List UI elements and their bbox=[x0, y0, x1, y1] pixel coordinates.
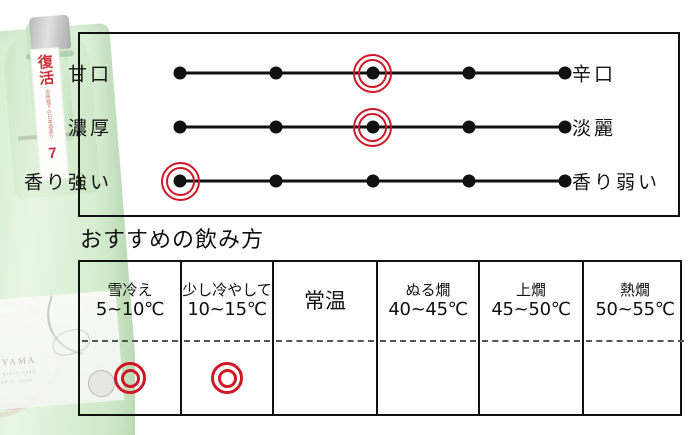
serving-table-dashed-divider bbox=[586, 340, 684, 342]
taste-scale-node-selected[interactable] bbox=[173, 174, 187, 188]
taste-scale-node[interactable] bbox=[558, 174, 572, 188]
taste-scale-node[interactable] bbox=[462, 174, 476, 188]
recommended-mark-icon bbox=[211, 362, 243, 394]
serving-table-dashed-divider bbox=[184, 340, 270, 342]
bottle-brand-text: OROYAMA bbox=[0, 354, 37, 370]
taste-scale-left-label: 甘口 bbox=[67, 63, 112, 86]
taste-scale-node[interactable] bbox=[462, 120, 476, 134]
taste-scale-node[interactable] bbox=[173, 66, 187, 80]
serving-table-dashed-divider bbox=[276, 340, 374, 342]
taste-scale-left-label: 濃厚 bbox=[67, 117, 112, 140]
serving-temperature-value-cell bbox=[378, 342, 478, 414]
serving-temperature-header-cell: 常温 bbox=[274, 262, 376, 340]
serving-temperature-name: ぬる燗 bbox=[405, 280, 451, 299]
serving-temperature-name: 熱燗 bbox=[619, 280, 650, 299]
serving-temperature-column: 常温 bbox=[274, 262, 378, 414]
serving-temperature-value-cell bbox=[480, 342, 582, 414]
taste-scale-row: 濃厚 淡麗 bbox=[68, 104, 678, 150]
serving-temperature-name: 常温 bbox=[304, 288, 346, 313]
serving-table-dashed-divider bbox=[82, 340, 178, 342]
serving-temperature-name: 雪冷え bbox=[107, 280, 153, 299]
taste-scale-right-label: 淡麗 bbox=[572, 117, 617, 140]
serving-table-dashed-divider bbox=[482, 340, 580, 342]
taste-scale-node[interactable] bbox=[462, 66, 476, 80]
serving-section-heading: おすすめの飲み方 bbox=[80, 228, 265, 253]
taste-scale-row: 甘口 辛口 bbox=[68, 50, 678, 96]
taste-scale-node[interactable] bbox=[558, 120, 572, 134]
serving-temperature-name: 上燗 bbox=[515, 280, 546, 299]
serving-temperature-value-cell bbox=[584, 342, 686, 414]
taste-scale-node[interactable] bbox=[269, 120, 283, 134]
serving-temperature-value-cell bbox=[80, 342, 180, 414]
serving-temperature-value-cell bbox=[182, 342, 272, 414]
serving-table-dashed-divider bbox=[380, 340, 476, 342]
taste-scale-node[interactable] bbox=[173, 120, 187, 134]
taste-scale-right-label: 香り弱い bbox=[572, 171, 661, 194]
taste-scale-node-selected[interactable] bbox=[366, 120, 379, 134]
serving-temperature-range: 45~50℃ bbox=[491, 299, 571, 321]
serving-temperature-range: 5~10℃ bbox=[95, 299, 165, 321]
serving-temperature-range: 40~45℃ bbox=[388, 299, 468, 321]
bottle-neck-label-number: 7 bbox=[47, 144, 58, 163]
product-bottle-image: 復活 吉岐程下の日本酒造り 7 OROYAMA JUNMAI GINJO SAK… bbox=[0, 0, 135, 435]
taste-scale-right-label: 辛口 bbox=[572, 63, 617, 86]
serving-temperature-value-cell bbox=[274, 342, 376, 414]
taste-scale-node[interactable] bbox=[558, 66, 572, 80]
bottle-cap bbox=[28, 14, 72, 52]
taste-scale-row: 香り強い 香り弱い bbox=[24, 158, 678, 204]
bottle-brand-subtext-secondary: Brewed in Japan bbox=[0, 377, 34, 386]
serving-temperature-range: 50~55℃ bbox=[595, 299, 675, 321]
taste-profile-panel: 甘口 辛口濃厚 淡麗香り強い 香り弱い bbox=[24, 32, 680, 217]
recommended-mark-icon bbox=[114, 362, 146, 394]
taste-scale-node-selected[interactable] bbox=[366, 66, 379, 80]
taste-scale-node[interactable] bbox=[366, 174, 379, 188]
taste-scale-node[interactable] bbox=[269, 174, 283, 188]
serving-temperature-range: 10~15℃ bbox=[187, 299, 267, 321]
serving-temperature-name: 少し冷やして bbox=[182, 280, 272, 299]
bottle-neck-label-subtitle: 吉岐程下の日本酒造り bbox=[44, 88, 54, 140]
taste-scale-left-label: 香り強い bbox=[23, 171, 112, 194]
taste-scale-node[interactable] bbox=[269, 66, 283, 80]
bottle-neck-label-title: 復活 bbox=[35, 53, 56, 87]
